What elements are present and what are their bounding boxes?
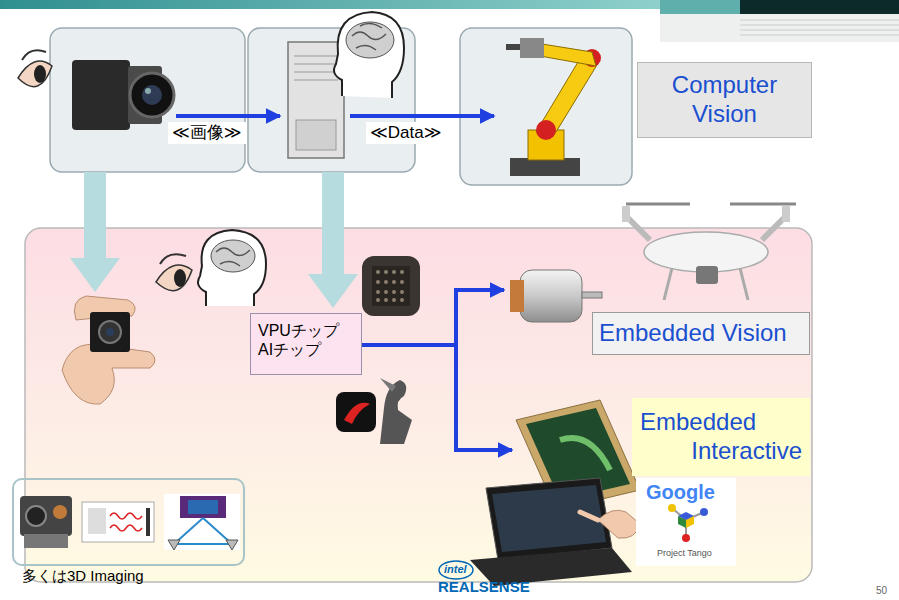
embedded-panel xyxy=(25,228,812,582)
3d-imaging-images xyxy=(20,494,240,550)
camera-image xyxy=(72,60,174,130)
node-text: Computer Vision xyxy=(646,71,803,129)
page-number: 50 xyxy=(876,585,887,597)
camera-module-in-hand xyxy=(62,296,155,404)
logo-card xyxy=(636,478,736,566)
flow-down-arrow xyxy=(70,172,358,308)
system-label-box: Computer Vision xyxy=(637,62,812,138)
server-image xyxy=(288,42,344,158)
brain-head-icon xyxy=(198,230,266,306)
robot-arm-image xyxy=(506,38,601,176)
system-label-box: Embedded Vision xyxy=(592,312,810,355)
motor-image xyxy=(510,270,602,322)
flow-arrow xyxy=(362,290,512,452)
logo-text: Google xyxy=(646,480,715,504)
intel-logo-ring xyxy=(439,561,473,579)
node-text: VPUチップ AIチップ xyxy=(258,321,354,359)
node-text: Embedded Interactive xyxy=(640,408,802,466)
edge-label: ≪画像≫ xyxy=(168,122,246,144)
brain-head-icon xyxy=(334,12,404,98)
logo-text: REALSENSE xyxy=(438,578,530,596)
chip-box: VPUチップ AIチップ xyxy=(250,313,362,375)
node-text: Embedded Vision xyxy=(599,319,803,348)
processor-logo xyxy=(336,378,412,444)
chip-image xyxy=(362,256,420,316)
panel-caption: 多くは3D Imaging xyxy=(22,567,144,585)
edge-label: ≪Data≫ xyxy=(366,122,446,144)
flow-arrow xyxy=(176,114,494,118)
laptop-image xyxy=(470,478,640,586)
eye-icon xyxy=(156,254,192,290)
logo-text: intel xyxy=(444,563,467,576)
drone-image xyxy=(622,204,796,300)
eye-icon xyxy=(18,50,52,86)
logo-text: Project Tango xyxy=(657,548,712,559)
system-label-box: Embedded Interactive xyxy=(632,398,810,476)
imaging-panel: 多くは3D Imaging xyxy=(12,478,245,566)
